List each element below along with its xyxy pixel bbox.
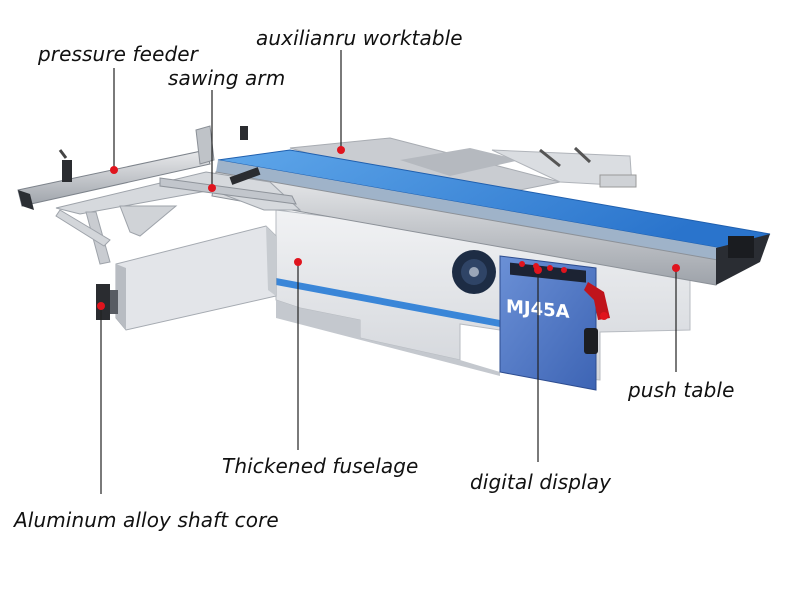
sawing-arm-shape (17, 125, 302, 265)
callout-dot-auxiliary-worktable (337, 146, 345, 154)
label-push-table: push table (628, 378, 735, 402)
callout-dot-digital-display (534, 266, 542, 274)
shaft-core-shape (96, 225, 277, 331)
callout-dot-handle (600, 312, 608, 320)
control-panel-shape: MJ45A (499, 255, 610, 391)
label-pressure-feeder: pressure feeder (38, 42, 198, 66)
push-table-shape (211, 149, 771, 286)
callout-dot-fuselage (294, 258, 302, 266)
label-sawing-arm: sawing arm (168, 66, 286, 90)
callout-dot-sawing-arm (208, 184, 216, 192)
label-aluminum-alloy-shaft-core: Aluminum alloy shaft core (14, 508, 279, 532)
leader-lines (100, 50, 677, 494)
label-thickened-fuselage: Thickened fuselage (222, 454, 419, 478)
callout-dots (97, 146, 680, 320)
auxiliary-worktable-shape (289, 137, 637, 201)
label-digital-display: digital display (470, 470, 612, 494)
callout-dot-pressure-feeder (110, 166, 118, 174)
callout-dot-shaft-core (97, 302, 105, 310)
callout-dot-push-table (672, 264, 680, 272)
label-auxiliary-worktable: auxilianru worktable (256, 26, 463, 50)
